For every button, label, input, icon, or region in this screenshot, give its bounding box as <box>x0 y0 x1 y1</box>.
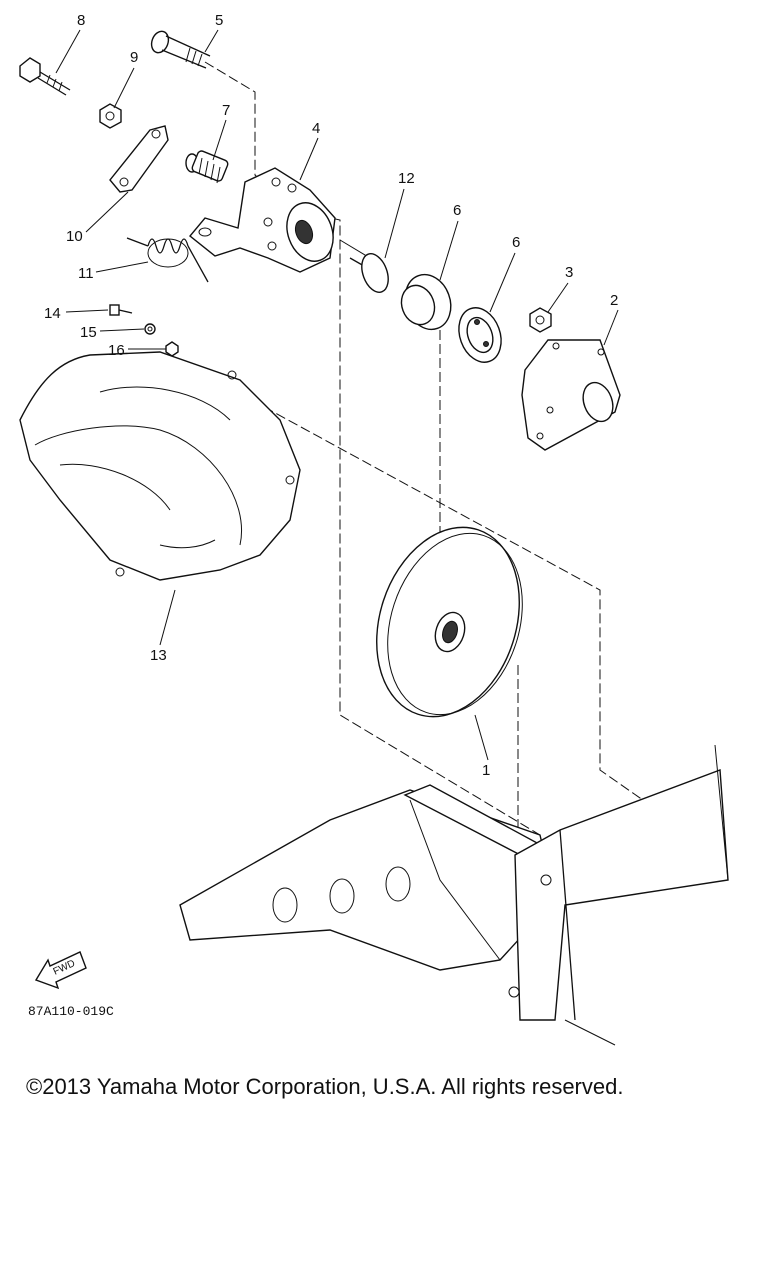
part-label-4: 4 <box>312 120 320 137</box>
part-5-bolt <box>150 30 211 69</box>
part-16-nut <box>165 341 179 357</box>
part-11-spring <box>126 237 209 283</box>
part-14-bolt <box>109 304 133 316</box>
diagram-code: 87A110-019C <box>28 1004 114 1019</box>
part-label-6b: 6 <box>512 234 520 251</box>
label-leader-lines <box>55 29 619 761</box>
part-8-bolt <box>19 57 71 96</box>
part-label-3: 3 <box>565 264 573 281</box>
frame-chassis <box>179 744 729 1046</box>
part-label-9: 9 <box>130 49 138 66</box>
part-label-13: 13 <box>150 647 167 664</box>
part-label-2: 2 <box>610 292 618 309</box>
part-12-pin <box>349 253 389 293</box>
part-6-roller-b <box>458 307 502 363</box>
exploded-parts-diagram: FWD 1 2 3 4 5 6 6 7 8 9 10 11 12 13 14 1… <box>19 12 729 1046</box>
part-label-6a: 6 <box>453 202 461 219</box>
part-label-7: 7 <box>222 102 230 119</box>
part-1-sheave <box>376 526 523 718</box>
part-10-lever <box>109 125 169 193</box>
fwd-arrow-icon: FWD <box>34 951 87 990</box>
part-label-1: 1 <box>482 762 490 779</box>
part-label-8: 8 <box>77 12 85 29</box>
part-13-cover <box>19 351 301 581</box>
part-6-roller-a <box>400 273 452 331</box>
part-3-nut <box>529 307 552 333</box>
part-label-14: 14 <box>44 305 61 322</box>
part-labels: 1 2 3 4 5 6 6 7 8 9 10 11 12 13 14 15 16 <box>44 12 618 779</box>
part-9-nut <box>99 103 122 129</box>
part-label-15: 15 <box>80 324 97 341</box>
part-7-adjuster <box>185 150 229 184</box>
part-label-10: 10 <box>66 228 83 245</box>
part-15-washer <box>144 323 156 335</box>
part-label-5: 5 <box>215 12 223 29</box>
part-2-plate <box>521 339 621 451</box>
part-label-11: 11 <box>78 265 94 282</box>
part-label-16: 16 <box>108 342 125 359</box>
part-4-housing <box>189 167 336 273</box>
copyright-notice: ©2013 Yamaha Motor Corporation, U.S.A. A… <box>26 1074 624 1099</box>
part-label-12: 12 <box>398 170 415 187</box>
